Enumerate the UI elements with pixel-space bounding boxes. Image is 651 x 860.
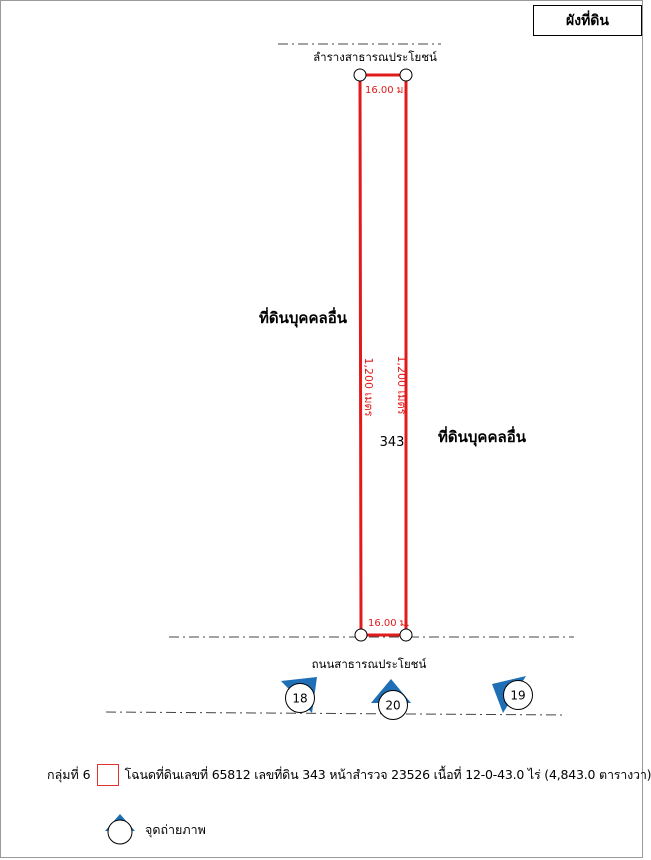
parcel-number: 343 bbox=[380, 435, 405, 450]
plan-title-box: ผังที่ดิน bbox=[533, 5, 642, 36]
deed-description: โฉนดที่ดินเลขที่ 65812 เลขที่ดิน 343 หน้… bbox=[124, 767, 651, 782]
photo-point-legend: จุดถ่ายภาพ bbox=[103, 813, 206, 847]
corner-marker-top-right bbox=[399, 68, 413, 82]
top-road-label: ลำรางสาธารณประโยชน์ bbox=[313, 50, 437, 64]
photo-point-legend-icon bbox=[105, 814, 135, 845]
left-neighbor-label: ที่ดินบุคคลอื่น bbox=[259, 307, 348, 328]
right-neighbor-label: ที่ดินบุคคลอื่น bbox=[438, 426, 527, 447]
bottom-width-label: 16.00 ม. bbox=[368, 618, 410, 629]
bottom-road-centerline bbox=[105, 711, 567, 716]
photo-point-19: 19 bbox=[492, 676, 533, 713]
corner-marker-bottom-right bbox=[399, 628, 413, 642]
photo-point-19-number: 19 bbox=[510, 689, 525, 703]
deed-legend: กลุ่มที่ 6 โฉนดที่ดินเลขที่ 65812 เลขที่… bbox=[47, 762, 651, 788]
corner-marker-top-left bbox=[353, 68, 367, 82]
corner-marker-bottom-left bbox=[354, 628, 368, 642]
photo-point-20-number: 20 bbox=[385, 699, 400, 713]
photo-point-19-circle bbox=[503, 680, 533, 710]
photo-point-20-circle bbox=[378, 690, 408, 720]
photo-point-18: 18 bbox=[281, 677, 317, 713]
photo-point-20: 20 bbox=[371, 679, 411, 720]
left-length-label: 1,200 เมตร bbox=[362, 357, 375, 416]
top-width-label: 16.00 ม. bbox=[365, 85, 407, 96]
photo-point-18-number: 18 bbox=[292, 692, 307, 706]
plan-title: ผังที่ดิน bbox=[566, 12, 609, 29]
group-label: กลุ่มที่ 6 bbox=[47, 767, 91, 782]
photo-point-legend-label: จุดถ่ายภาพ bbox=[145, 822, 206, 837]
parcel-swatch bbox=[96, 764, 119, 786]
bottom-road-label: ถนนสาธารณประโยชน์ bbox=[312, 657, 427, 671]
right-length-label: 1,200 เมตร bbox=[395, 355, 408, 414]
photo-point-18-circle bbox=[285, 683, 315, 713]
